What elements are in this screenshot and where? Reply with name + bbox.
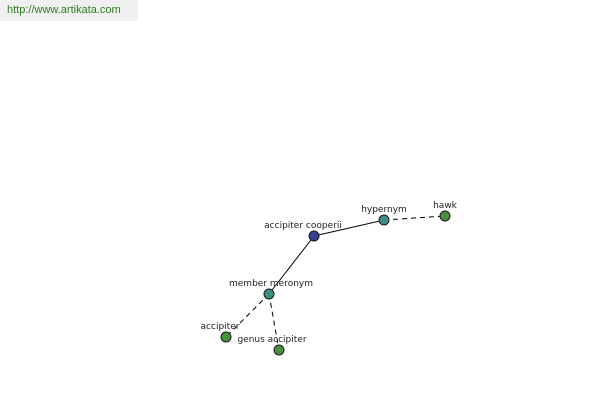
node-circle-accipiter[interactable]: [220, 331, 232, 343]
node-circle-member-meronym[interactable]: [263, 288, 275, 300]
node-label-hypernym: hypernym: [361, 205, 407, 215]
node-circle-accipiter-cooperii[interactable]: [308, 230, 320, 242]
edge-accipiter-cooperii-to-member-meronym: [268, 235, 315, 295]
graph-node-accipiter[interactable]: accipiter: [201, 322, 240, 343]
graph-nodes: accipiter cooperii hypernym hawk member mer…: [201, 201, 458, 356]
node-label-accipiter: accipiter: [201, 322, 240, 332]
node-label-genus-accipiter: genus accipiter: [237, 335, 306, 345]
edge-hypernym-to-hawk: [383, 215, 446, 221]
graph-node-member-meronym[interactable]: member meronym: [229, 279, 313, 300]
node-circle-hawk[interactable]: [439, 210, 451, 222]
node-circle-genus-accipiter[interactable]: [273, 344, 285, 356]
graph-edges: [225, 215, 446, 351]
edge-member-meronym-to-accipiter: [225, 293, 270, 338]
node-label-hawk: hawk: [433, 201, 458, 211]
graph-node-genus-accipiter[interactable]: genus accipiter: [237, 335, 307, 356]
edge-accipiter-cooperii-to-hypernym: [313, 219, 385, 237]
graph-node-accipiter-cooperii[interactable]: accipiter cooperii: [264, 221, 342, 242]
node-label-accipiter-cooperii: accipiter cooperii: [264, 221, 342, 231]
graph-node-hawk[interactable]: hawk: [433, 201, 458, 222]
node-label-member-meronym: member meronym: [229, 279, 313, 289]
url-banner: http://www.artikata.com: [0, 0, 138, 21]
graph-node-hypernym[interactable]: hypernym: [361, 205, 407, 226]
site-url-link[interactable]: http://www.artikata.com: [7, 4, 121, 16]
edge-member-meronym-to-genus-accipiter: [268, 293, 280, 351]
node-circle-hypernym[interactable]: [378, 214, 390, 226]
